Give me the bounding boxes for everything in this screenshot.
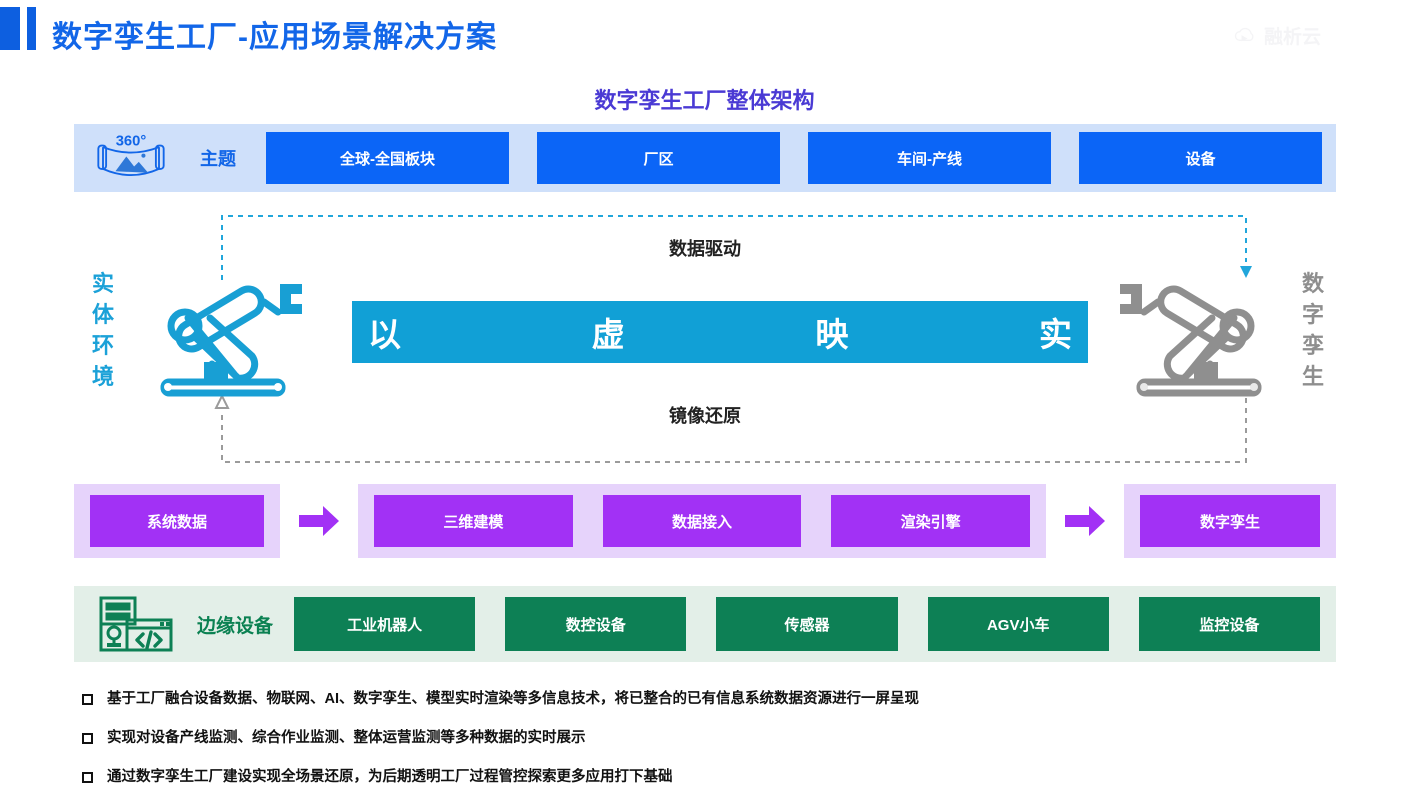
pipeline-group-source: 系统数据 — [74, 484, 280, 558]
pipeline-box-render-engine[interactable]: 渲染引擎 — [831, 495, 1031, 547]
theme-cells: 全球-全国板块 厂区 车间-产线 设备 — [266, 132, 1336, 184]
bullet-list: 基于工厂融合设备数据、物联网、AI、数字孪生、模型实时渲染等多信息技术，将已整合… — [82, 690, 1362, 798]
edge-cell-sensor[interactable]: 传感器 — [716, 597, 898, 651]
slogan-word-1: 以 — [368, 316, 401, 353]
slogan-bar: 以 虚 映 实 — [352, 301, 1088, 363]
digital-twin-label: 数字孪生 — [1301, 271, 1324, 389]
theme-cell-global[interactable]: 全球-全国板块 — [266, 132, 509, 184]
slogan-word-2: 虚 — [591, 316, 625, 353]
slogan-word-3: 映 — [815, 316, 849, 353]
edge-cell-industrial-robot[interactable]: 工业机器人 — [294, 597, 476, 651]
robot-arm-digital-icon — [1120, 284, 1262, 397]
arrow-right-icon — [1065, 506, 1105, 536]
theme-label: 主题 — [200, 149, 236, 169]
pipeline-box-system-data[interactable]: 系统数据 — [90, 495, 264, 547]
edge-device-label: 边缘设备 — [196, 615, 273, 637]
slogan-word-4: 实 — [1039, 316, 1073, 353]
edge-cell-cnc[interactable]: 数控设备 — [505, 597, 687, 651]
page-title: 数字孪生工厂-应用场景解决方案 — [52, 21, 497, 54]
pipeline-box-digital-twin[interactable]: 数字孪生 — [1140, 495, 1320, 547]
title-accent-bar-primary — [0, 7, 20, 50]
edge-cell-monitoring[interactable]: 监控设备 — [1138, 597, 1321, 651]
bullet-text: 实现对设备产线监测、综合作业监测、整体运营监测等多种数据的实时展示 — [107, 730, 586, 746]
pipeline-box-3d-modeling[interactable]: 三维建模 — [374, 495, 573, 547]
pipeline-arrow-1 — [280, 504, 358, 538]
pipeline-row: 系统数据 三维建模 数据接入 渲染引擎 数字孪生 — [74, 484, 1336, 558]
panorama-360-icon: 360° — [97, 134, 165, 177]
watermark-logo: 融析云 — [1232, 22, 1321, 49]
theme-row: 360° 主题 全球-全国板块 厂区 车间-产线 设备 — [74, 124, 1336, 192]
mirror-restore-label: 镜像还原 — [669, 406, 741, 426]
edge-cell-agv[interactable]: AGV小车 — [927, 597, 1109, 651]
architecture-title: 数字孪生工厂整体架构 — [594, 88, 815, 113]
mirror-section: 实体环境 数字孪生 — [74, 200, 1336, 478]
pipeline-group-output: 数字孪生 — [1124, 484, 1336, 558]
list-item: 实现对设备产线监测、综合作业监测、整体运营监测等多种数据的实时展示 — [82, 729, 1362, 748]
physical-environment-label: 实体环境 — [91, 271, 114, 389]
watermark-text: 融析云 — [1263, 27, 1321, 48]
list-item: 基于工厂融合设备数据、物联网、AI、数字孪生、模型实时渲染等多信息技术，将已整合… — [82, 690, 1362, 709]
edge-device-icon — [99, 596, 173, 652]
pipeline-arrow-2 — [1046, 504, 1124, 538]
robot-arm-physical-icon — [160, 284, 302, 397]
edge-device-row: 边缘设备 工业机器人 数控设备 传感器 AGV小车 监控设备 — [74, 586, 1336, 662]
data-driven-label: 数据驱动 — [669, 239, 741, 259]
theme-cell-workshop[interactable]: 车间-产线 — [808, 132, 1051, 184]
arrow-right-icon — [299, 506, 339, 536]
theme-cell-equipment[interactable]: 设备 — [1079, 132, 1322, 184]
edge-device-cells: 工业机器人 数控设备 传感器 AGV小车 监控设备 — [294, 597, 1336, 651]
pipeline-group-process: 三维建模 数据接入 渲染引擎 — [358, 484, 1046, 558]
bullet-text: 基于工厂融合设备数据、物联网、AI、数字孪生、模型实时渲染等多信息技术，将已整合… — [107, 691, 919, 707]
bullet-square-icon — [82, 733, 93, 744]
cloud-logo-icon — [1234, 27, 1254, 41]
list-item: 通过数字孪生工厂建设实现全场景还原，为后期透明工厂过程管控探索更多应用打下基础 — [82, 768, 1362, 787]
title-accent-bar-secondary — [27, 7, 36, 50]
bullet-square-icon — [82, 772, 93, 783]
pipeline-box-data-access[interactable]: 数据接入 — [602, 495, 802, 547]
svg-text:360°: 360° — [116, 134, 147, 150]
bullet-square-icon — [82, 694, 93, 705]
bullet-text: 通过数字孪生工厂建设实现全场景还原，为后期透明工厂过程管控探索更多应用打下基础 — [107, 769, 673, 785]
theme-cell-plant[interactable]: 厂区 — [537, 132, 780, 184]
